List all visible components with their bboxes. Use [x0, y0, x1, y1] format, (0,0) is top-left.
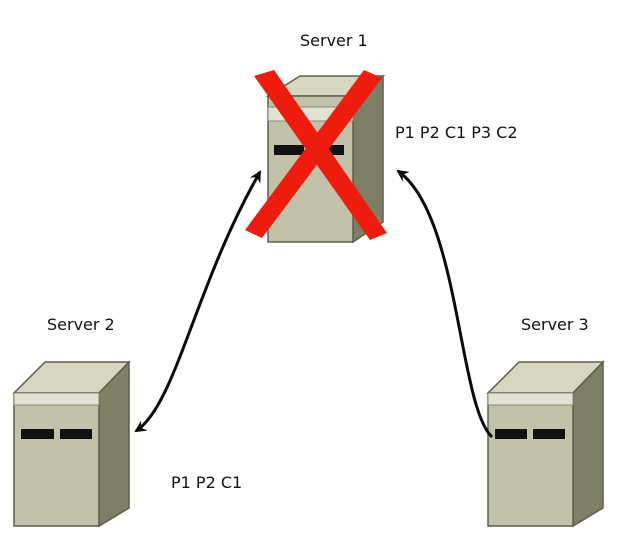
drive-slot-icon: [533, 429, 565, 439]
server-2-icon: [12, 360, 131, 528]
drive-slot-icon: [21, 429, 54, 439]
drive-slot-icon: [274, 145, 304, 155]
server-2-label: Server 2: [47, 315, 115, 334]
failure-x-icon: [245, 70, 387, 240]
drive-slot-icon: [495, 429, 527, 439]
server-3-icon: [486, 360, 605, 528]
link-server3-server1: [396, 169, 494, 439]
server-1-data: P1 P2 C1 P3 C2: [395, 123, 518, 142]
server-3-label: Server 3: [521, 315, 589, 334]
link-server2-server1: [134, 170, 262, 433]
drive-slot-icon: [60, 429, 92, 439]
server-1-label: Server 1: [300, 31, 368, 50]
server-2-data: P1 P2 C1: [171, 473, 243, 492]
